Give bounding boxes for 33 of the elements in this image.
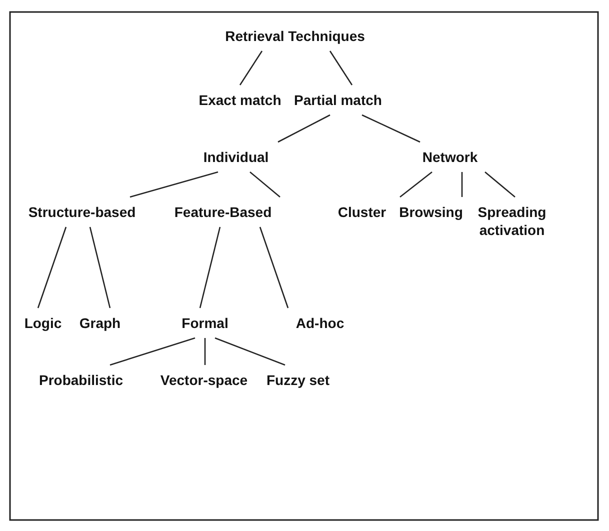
tree-node-label: Browsing: [397, 197, 465, 227]
tree-line: [239, 50, 263, 86]
tree-line: [130, 171, 218, 198]
tree-line: [110, 337, 196, 366]
tree-node-label: Graph: [77, 308, 123, 338]
tree-line: [37, 226, 67, 308]
tree-node-label: Spreading activation: [465, 197, 559, 245]
tree-node-label: Ad-hoc: [294, 308, 346, 338]
tree-line: [461, 172, 463, 197]
tree-line: [484, 172, 516, 198]
tree-node-label: Logic: [22, 308, 64, 338]
tree-node-label: Vector-space: [158, 365, 250, 395]
tree-line: [204, 338, 206, 365]
tree-line: [278, 114, 330, 143]
tree-node-label: Fuzzy set: [264, 365, 332, 395]
tree-line: [250, 172, 280, 198]
tree-line: [89, 226, 111, 308]
tree-node-label: Structure-based: [26, 197, 138, 227]
tree-node-label: Retrieval Techniques: [223, 21, 367, 51]
tree-node-label: Feature-Based: [172, 197, 274, 227]
tree-node-label: Probabilistic: [36, 365, 126, 395]
tree-node-label: Network: [420, 142, 480, 172]
tree-line: [362, 114, 420, 143]
tree-node-label: Partial match: [292, 85, 384, 115]
tree-line: [199, 226, 221, 308]
tree-node-label: Formal: [180, 308, 230, 338]
tree-node-label: Exact match: [196, 85, 284, 115]
tree-line: [400, 171, 432, 198]
tree-line: [259, 226, 289, 308]
tree-node-label: Individual: [201, 142, 271, 172]
tree-line: [329, 50, 353, 86]
tree-node-label: Cluster: [336, 197, 388, 227]
tree-line: [214, 337, 286, 366]
